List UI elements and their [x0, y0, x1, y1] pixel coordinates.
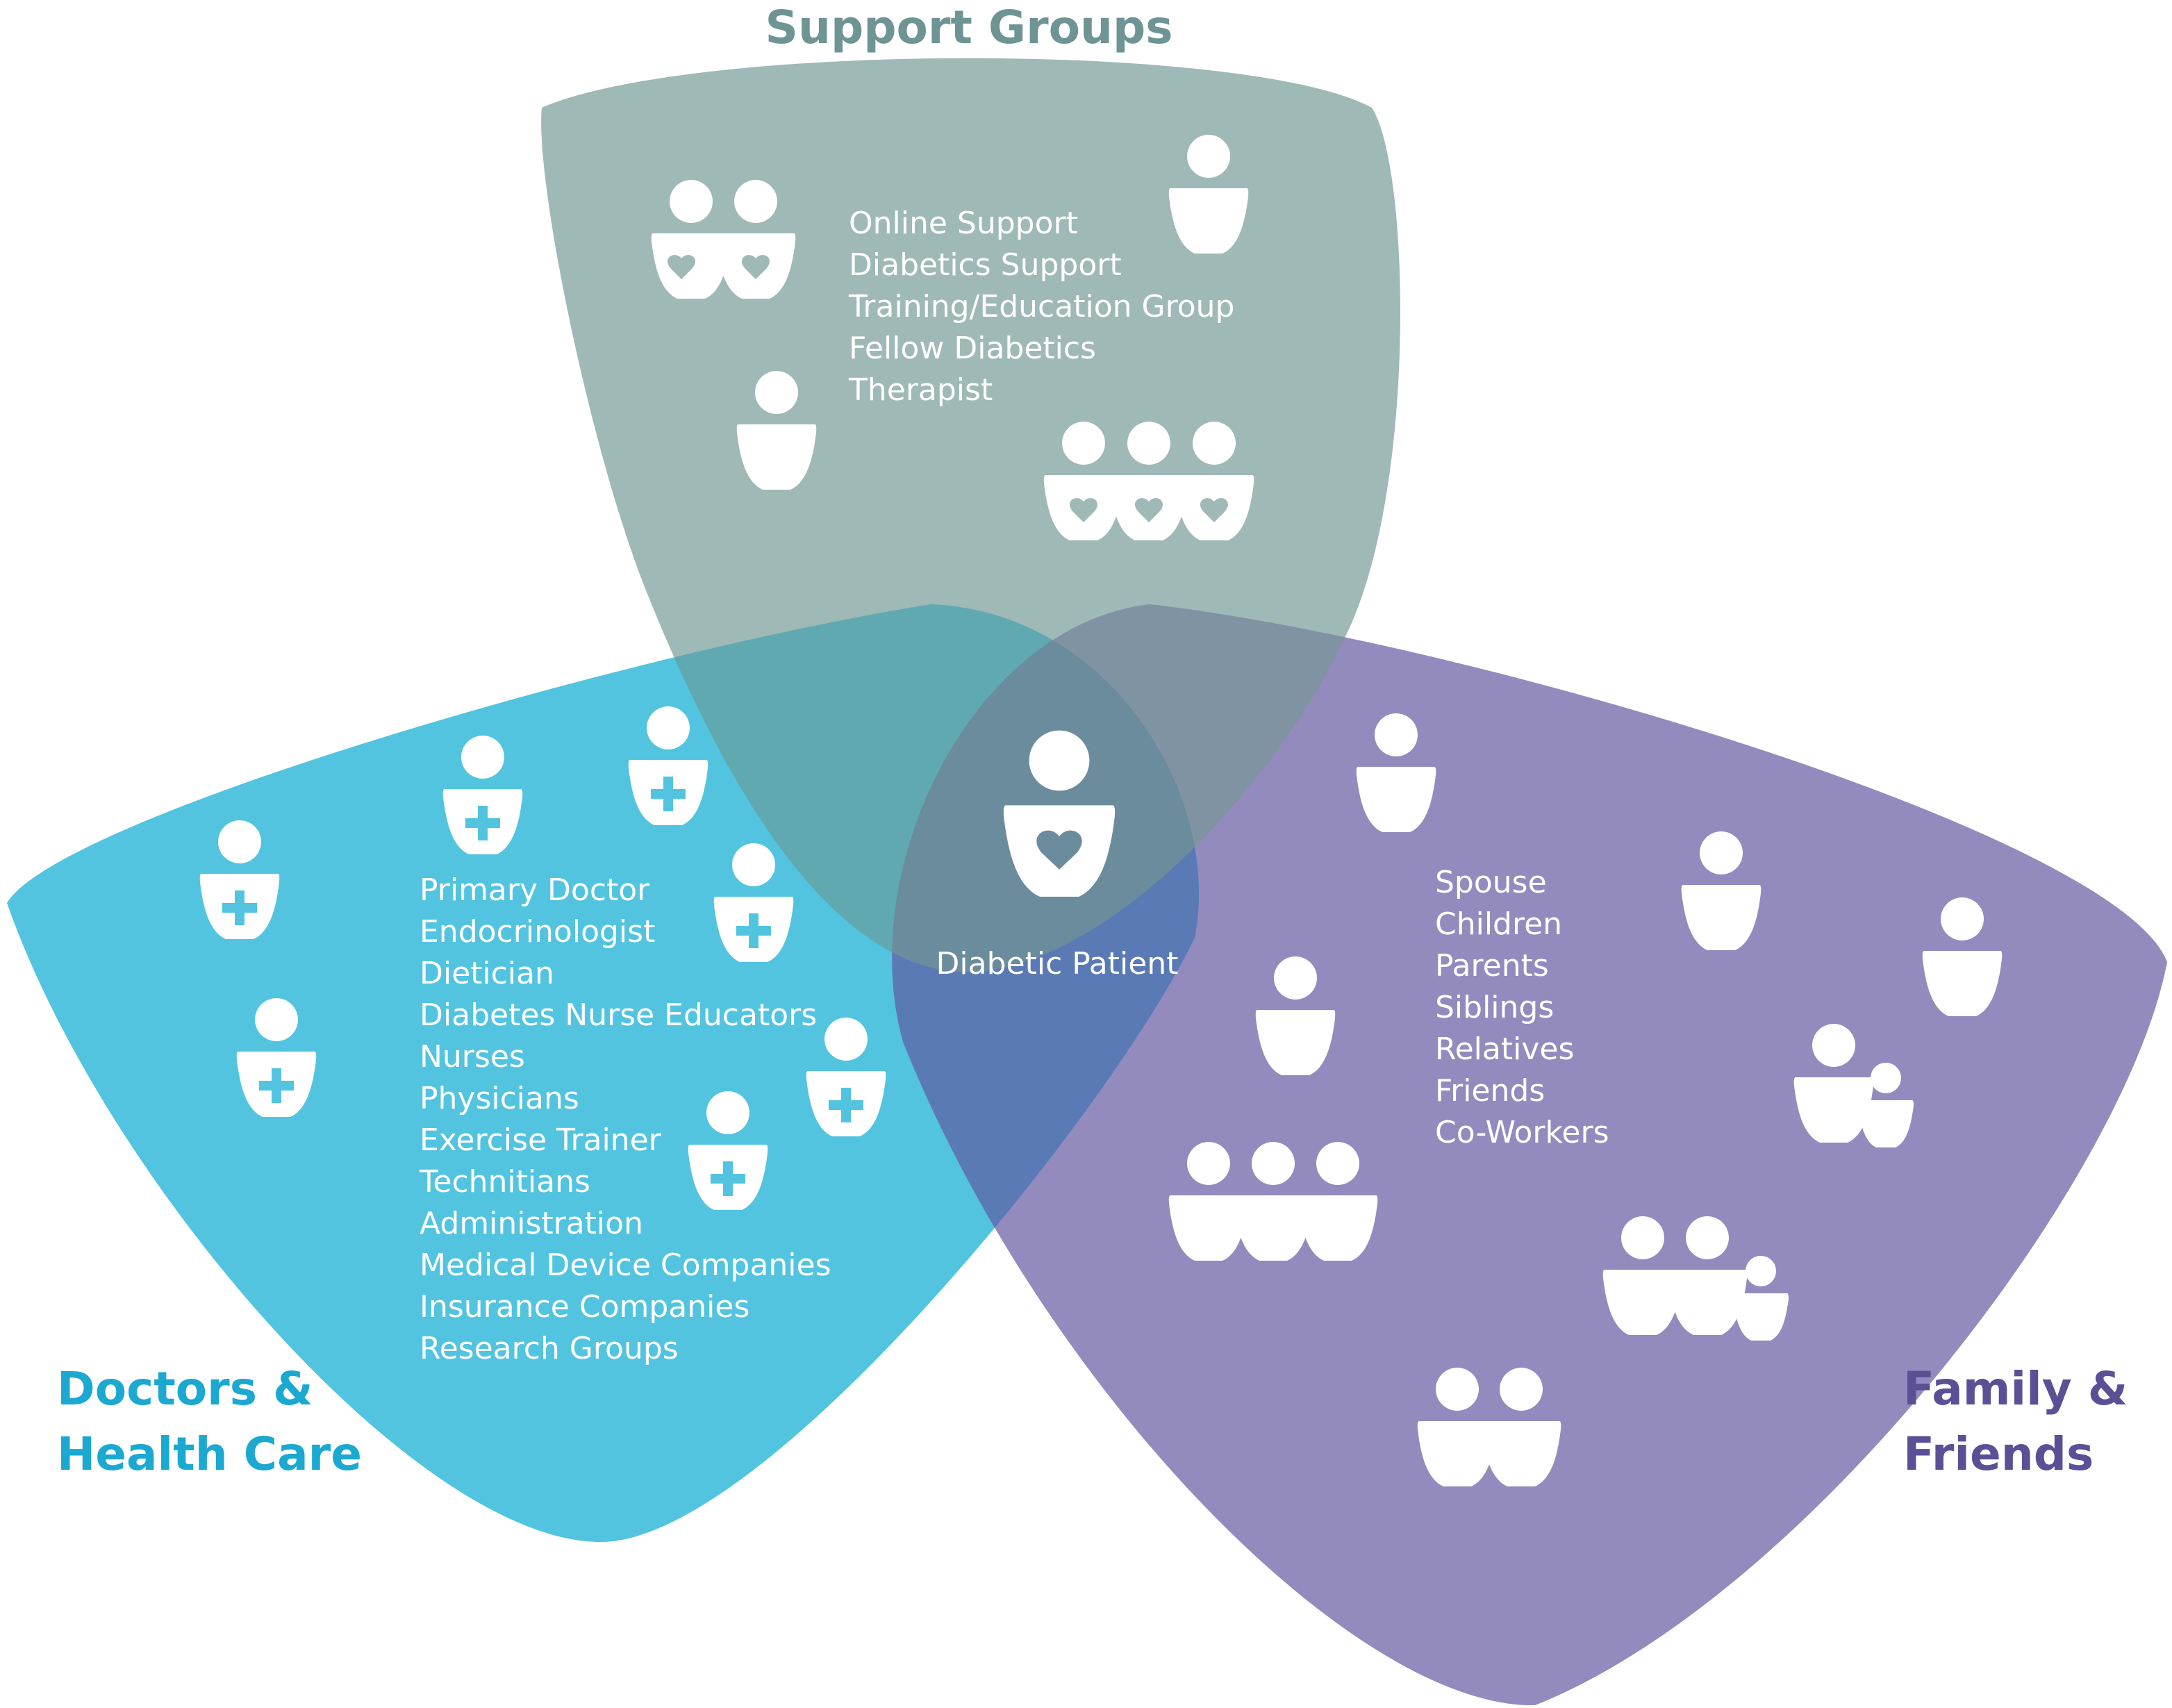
doctors-list-item: Physicians [420, 1081, 579, 1116]
doctor-icon [688, 1091, 768, 1210]
patient-icon [1003, 730, 1116, 897]
doctors-list-item: Medical Device Companies [420, 1247, 831, 1283]
family-list-item: Spouse [1435, 865, 1547, 900]
doctors-list-item: Primary Doctor [420, 872, 650, 908]
support-list-item: Diabetics Support [849, 247, 1122, 283]
support-groups-title: Support Groups [765, 1, 1172, 54]
doctors-list-item: Dietician [420, 956, 554, 991]
doctors-title-line1: Doctors & [57, 1362, 313, 1416]
doctors-list-item: Exercise Trainer [420, 1122, 662, 1158]
family-title-line1: Family & [1903, 1362, 2128, 1416]
doctor-icon [442, 736, 523, 854]
doctors-list-item: Technitians [419, 1164, 590, 1200]
doctors-list: Primary DoctorEndocrinologistDieticianDi… [419, 872, 831, 1366]
support-list-item: Fellow Diabetics [849, 331, 1096, 366]
family-title-line2: Friends [1903, 1427, 2094, 1481]
doctors-list-item: Insurance Companies [420, 1289, 749, 1325]
family-list-item: Friends [1435, 1073, 1545, 1109]
group-trio-icon [1168, 1142, 1378, 1261]
doctor-icon [199, 820, 280, 939]
doctor-icon [713, 843, 794, 962]
family-list-item: Co-Workers [1435, 1115, 1609, 1150]
heart-trio-icon [1043, 422, 1254, 540]
family-list: SpouseChildrenParentsSiblingsRelativesFr… [1435, 865, 1609, 1150]
doctors-list-item: Nurses [420, 1039, 525, 1075]
family-list-item: Relatives [1435, 1031, 1574, 1067]
family-list-item: Parents [1435, 948, 1549, 984]
center-label: Diabetic Patient [936, 946, 1179, 981]
doctor-icon [236, 998, 317, 1117]
support-list-item: Online Support [849, 206, 1078, 241]
doctor-icon [806, 1018, 886, 1136]
heart-pair-icon [651, 180, 796, 299]
support-list-item: Therapist [848, 372, 993, 408]
doctors-list-item: Endocrinologist [420, 914, 655, 950]
support-list-item: Training/Education Group [848, 289, 1234, 324]
doctors-list-item: Research Groups [420, 1331, 679, 1366]
doctors-list-item: Administration [420, 1206, 643, 1241]
doctor-icon [628, 706, 708, 825]
doctors-title-line2: Health Care [57, 1427, 362, 1481]
doctors-list-item: Diabetes Nurse Educators [420, 997, 817, 1033]
family-list-item: Children [1435, 906, 1562, 942]
family-list-item: Siblings [1435, 990, 1554, 1025]
